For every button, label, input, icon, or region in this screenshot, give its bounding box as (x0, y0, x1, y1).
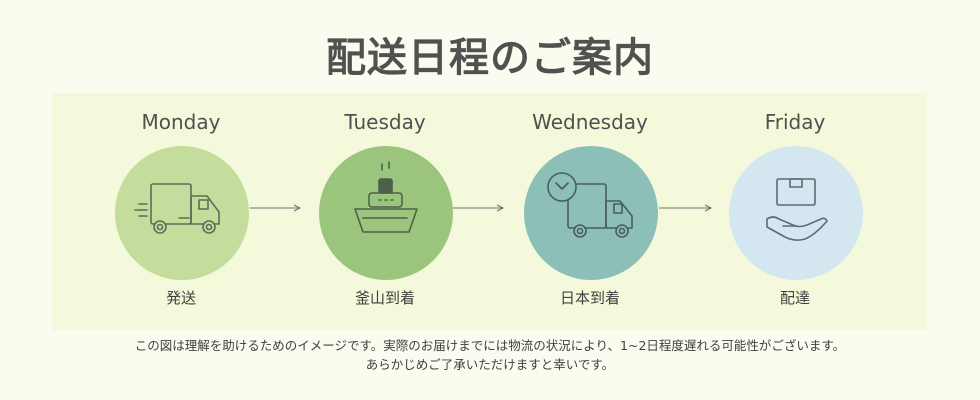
package-hand-icon (766, 178, 828, 241)
step-circle (319, 146, 453, 280)
clock-truck-icon (547, 172, 633, 238)
disclaimer-line: あらかじめご了承いただけますと幸いです。 (365, 357, 615, 372)
step-day-label: Wednesday (532, 110, 648, 134)
arrow-icon (250, 204, 302, 212)
page-title: 配送日程のご案内 (326, 35, 654, 81)
step-stage-label: 発送 (165, 289, 196, 307)
step-circle (729, 146, 863, 280)
disclaimer-line: この図は理解を助けるためのイメージです。実際のお届けまでには物流の状況により、1… (134, 338, 846, 353)
ship-icon (354, 161, 418, 233)
truck-icon (134, 183, 220, 234)
schedule-panel: Monday 発送 (52, 93, 927, 330)
step-circle (115, 146, 249, 280)
step-day-label: Friday (764, 110, 826, 134)
step-stage-label: 配達 (779, 289, 810, 307)
step-stage-label: 釜山到着 (354, 289, 415, 307)
step-day-label: Tuesday (344, 110, 426, 134)
arrow-icon (453, 204, 505, 212)
disclaimer-note: この図は理解を助けるためのイメージです。実際のお届けまでには物流の状況により、1… (0, 336, 980, 374)
step-stage-label: 日本到着 (559, 289, 620, 307)
step-circle (524, 146, 658, 280)
step-day-label: Monday (141, 110, 221, 134)
arrow-icon (659, 204, 713, 212)
